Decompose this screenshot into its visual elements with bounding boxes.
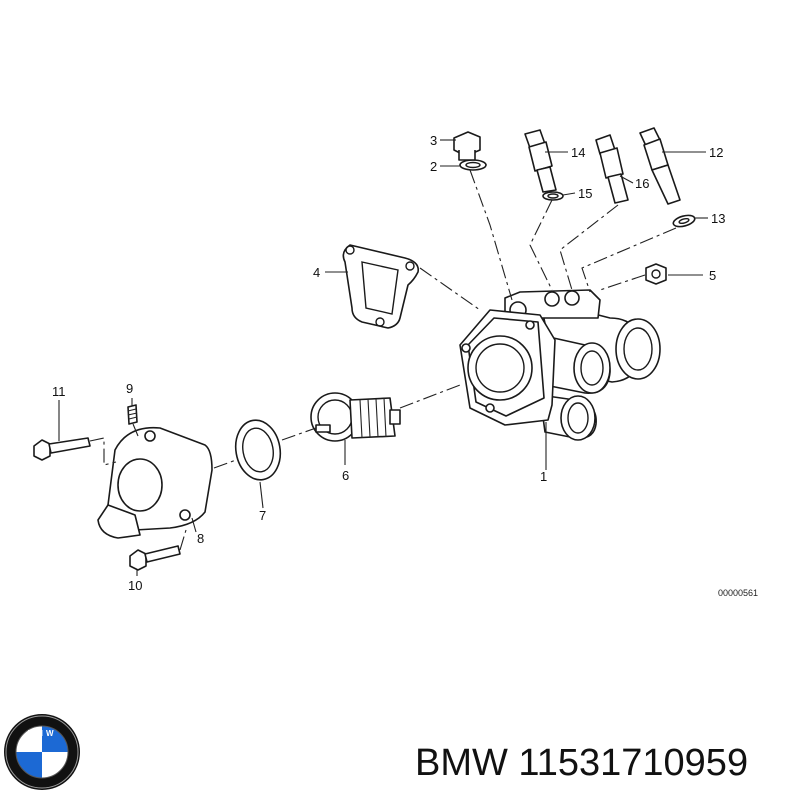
callout-9: 9 xyxy=(126,381,133,396)
part-5-nut xyxy=(645,263,667,285)
callout-7: 7 xyxy=(259,508,266,523)
callout-14: 14 xyxy=(571,145,585,160)
callout-11: 11 xyxy=(52,384,66,399)
part-11-bolt xyxy=(33,437,91,461)
callout-5: 5 xyxy=(709,268,716,283)
part-12-temperature-sensor xyxy=(639,127,681,205)
part-14-temperature-sensor xyxy=(524,129,557,193)
part-13-sealing-ring xyxy=(672,214,696,228)
part-number-title: BMW 11531710959 xyxy=(415,742,749,784)
part-3-screw-plug xyxy=(453,131,481,161)
bmw-logo-letters: BMW xyxy=(28,729,57,738)
part-4-gasket xyxy=(342,244,420,329)
callout-8: 8 xyxy=(197,531,204,546)
part-1-thermostat-housing xyxy=(459,289,661,441)
callout-4: 4 xyxy=(313,265,320,280)
part-8-thermostat-cover xyxy=(97,426,213,539)
diagram-reference-number: 00000561 xyxy=(718,588,758,598)
callout-15: 15 xyxy=(578,186,592,201)
part-6-thermostat xyxy=(310,392,401,442)
callout-10: 10 xyxy=(128,578,142,593)
callout-3: 3 xyxy=(430,133,437,148)
callout-labels: 1 2 3 4 5 6 7 8 9 10 11 12 13 14 15 16 0… xyxy=(52,133,758,598)
part-16-temperature-sensor xyxy=(595,134,629,204)
callout-1: 1 xyxy=(540,469,547,484)
part-2-sealing-ring xyxy=(459,159,487,171)
callout-13: 13 xyxy=(711,211,725,226)
callout-12: 12 xyxy=(709,145,723,160)
part-9-bleed-screw xyxy=(127,404,138,425)
callout-16: 16 xyxy=(635,176,649,191)
part-7-o-ring xyxy=(234,419,282,481)
callout-6: 6 xyxy=(342,468,349,483)
assembly-lines xyxy=(89,169,677,551)
leader-lines xyxy=(58,139,708,576)
callout-2: 2 xyxy=(430,159,437,174)
part-10-bolt xyxy=(129,545,181,571)
bmw-logo: BMW xyxy=(4,714,80,790)
part-15-sealing-ring xyxy=(542,191,564,201)
